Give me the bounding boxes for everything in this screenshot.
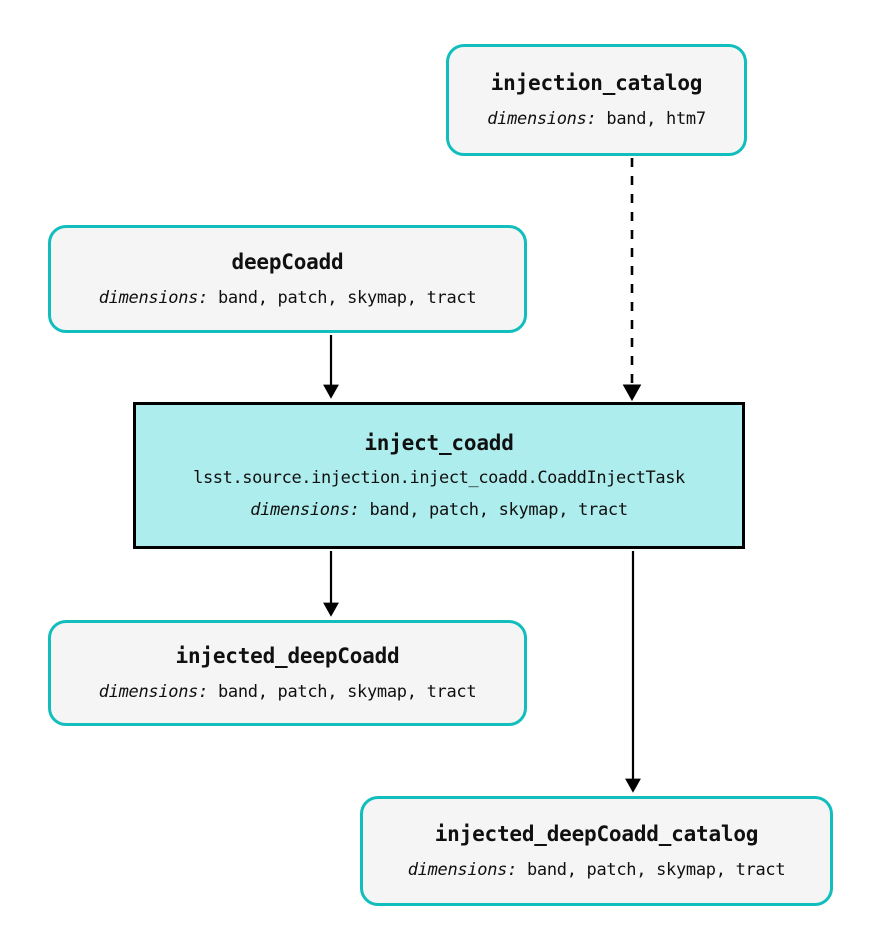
dimensions-label: dimensions: xyxy=(250,500,360,520)
dimensions-value: band, htm7 xyxy=(596,109,706,129)
dimensions-label: dimensions: xyxy=(407,860,518,880)
dimensions-label: dimensions: xyxy=(98,288,209,308)
node-title: injected_deepCoadd_catalog xyxy=(434,822,759,846)
node-deep-coadd[interactable]: deepCoadd dimensions: band, patch, skyma… xyxy=(48,225,527,333)
dimensions-value: band, patch, skymap, tract xyxy=(208,682,477,702)
node-dimensions: dimensions: band, htm7 xyxy=(487,109,706,129)
dimensions-value: band, patch, skymap, tract xyxy=(359,500,628,520)
node-title: inject_coadd xyxy=(364,431,514,455)
node-title: deepCoadd xyxy=(231,250,344,274)
node-injected-deep-coadd-catalog[interactable]: injected_deepCoadd_catalog dimensions: b… xyxy=(360,796,833,906)
node-title: injected_deepCoadd xyxy=(175,644,400,668)
dimensions-value: band, patch, skymap, tract xyxy=(208,288,477,308)
node-injected-deep-coadd[interactable]: injected_deepCoadd dimensions: band, pat… xyxy=(48,620,527,726)
node-dimensions: dimensions: band, patch, skymap, tract xyxy=(408,860,786,880)
node-task-class: lsst.source.injection.inject_coadd.Coadd… xyxy=(193,468,685,488)
dimensions-value: band, patch, skymap, tract xyxy=(517,860,786,880)
dimensions-label: dimensions: xyxy=(98,682,209,702)
node-dimensions: dimensions: band, patch, skymap, tract xyxy=(99,682,477,702)
node-inject-coadd[interactable]: inject_coadd lsst.source.injection.injec… xyxy=(133,402,745,549)
node-injection-catalog[interactable]: injection_catalog dimensions: band, htm7 xyxy=(446,44,747,156)
dimensions-label: dimensions: xyxy=(487,109,597,129)
node-dimensions: dimensions: band, patch, skymap, tract xyxy=(99,288,477,308)
node-dimensions: dimensions: band, patch, skymap, tract xyxy=(250,500,628,520)
node-title: injection_catalog xyxy=(490,71,703,95)
